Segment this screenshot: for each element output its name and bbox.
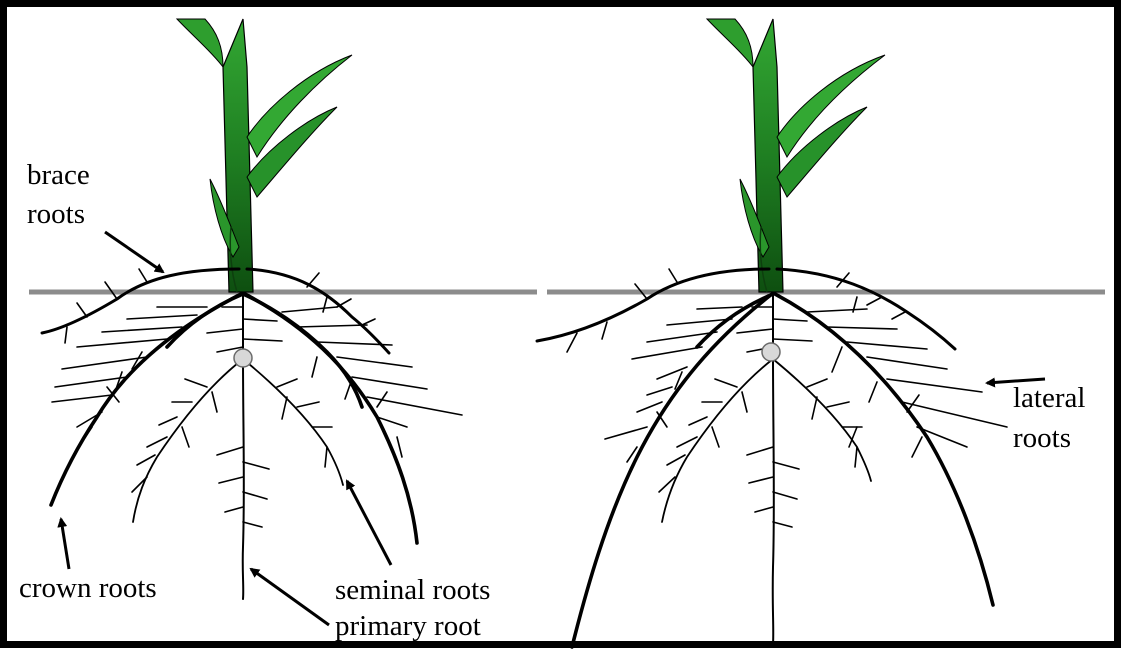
label-brace-roots-line2: roots — [27, 199, 85, 230]
seminal-roots-left — [133, 359, 343, 522]
plant-right — [537, 19, 1007, 647]
arrow-seminal-roots — [347, 481, 391, 565]
label-primary-root: primary root — [335, 611, 481, 642]
label-lateral-roots-line1: lateral — [1013, 383, 1085, 414]
shoot-left — [177, 19, 352, 292]
seed-right — [762, 343, 780, 361]
maize-root-diagram — [7, 7, 1121, 655]
plant-left — [42, 19, 462, 599]
seminal-roots-right — [662, 359, 871, 522]
arrow-primary-root — [251, 569, 329, 625]
lateral-roots-left — [52, 269, 462, 527]
label-seminal-roots: seminal roots — [335, 575, 490, 606]
brace-roots-left — [42, 269, 389, 353]
arrow-crown-roots — [61, 519, 69, 569]
label-lateral-roots-line2: roots — [1013, 423, 1071, 454]
label-brace-roots-line1: brace — [27, 160, 90, 191]
crown-roots-right — [572, 294, 993, 647]
arrow-brace-roots — [105, 232, 163, 272]
label-crown-roots: crown roots — [19, 573, 157, 604]
seed-left — [234, 349, 252, 367]
shoot-right — [707, 19, 885, 292]
